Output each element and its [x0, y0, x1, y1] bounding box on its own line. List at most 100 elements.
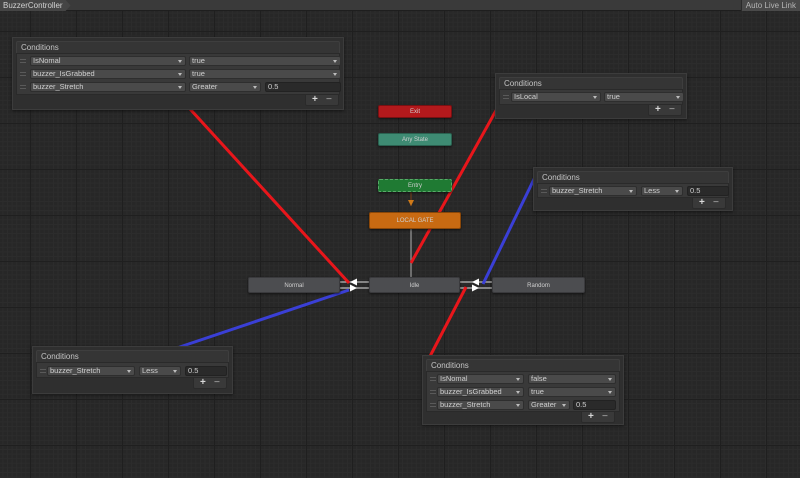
- parameter-value: buzzer_IsGrabbed: [33, 69, 95, 78]
- drag-handle-icon[interactable]: [430, 377, 436, 381]
- remove-condition-button[interactable]: −: [713, 197, 719, 208]
- chevron-down-icon: [675, 190, 679, 193]
- conditions-header: Conditions: [16, 41, 340, 53]
- mode-value: Greater: [192, 82, 218, 91]
- conditions-header: Conditions: [537, 171, 729, 183]
- chevron-down-icon: [253, 86, 257, 89]
- chevron-down-icon: [593, 96, 597, 99]
- mode-value: Less: [644, 186, 660, 195]
- chevron-down-icon: [608, 391, 612, 394]
- mode-value: true: [607, 92, 620, 101]
- threshold-input[interactable]: 0.5: [687, 186, 729, 196]
- animator-toolbar: BuzzerController Auto Live Link: [0, 0, 800, 11]
- conditions-panel: Conditions IsNomal false buzzer_IsGrabbe…: [422, 355, 624, 425]
- parameter-value: buzzer_Stretch: [552, 186, 603, 195]
- breadcrumb-controller[interactable]: BuzzerController: [0, 0, 71, 11]
- parameter-dropdown[interactable]: IsNomal: [30, 56, 186, 66]
- condition-row: buzzer_Stretch Less 0.5: [538, 185, 729, 197]
- parameter-value: IsNomal: [33, 56, 61, 65]
- remove-condition-button[interactable]: −: [326, 94, 332, 105]
- mode-dropdown[interactable]: true: [528, 387, 616, 397]
- mode-dropdown[interactable]: Less: [641, 186, 683, 196]
- mode-dropdown[interactable]: true: [189, 56, 341, 66]
- state-entry[interactable]: Entry: [378, 179, 452, 192]
- conditions-header: Conditions: [36, 350, 229, 362]
- drag-handle-icon[interactable]: [20, 72, 26, 76]
- add-condition-button[interactable]: +: [655, 104, 661, 115]
- mode-value: Greater: [531, 400, 557, 409]
- conditions-list: IsNomal false buzzer_IsGrabbed true buzz…: [426, 371, 620, 412]
- remove-condition-button[interactable]: −: [214, 377, 220, 388]
- add-condition-button[interactable]: +: [200, 377, 206, 388]
- mode-value: true: [192, 69, 205, 78]
- parameter-dropdown[interactable]: buzzer_IsGrabbed: [30, 69, 186, 79]
- condition-row: IsLocal true: [500, 91, 684, 103]
- conditions-panel: Conditions IsLocal true + −: [495, 73, 687, 119]
- threshold-input[interactable]: 0.5: [265, 82, 341, 92]
- parameter-dropdown[interactable]: buzzer_IsGrabbed: [437, 387, 524, 397]
- state-exit[interactable]: Exit: [378, 105, 452, 118]
- parameter-value: buzzer_Stretch: [440, 400, 491, 409]
- state-normal[interactable]: Normal: [248, 277, 340, 293]
- parameter-dropdown[interactable]: buzzer_Stretch: [47, 366, 135, 376]
- parameter-dropdown[interactable]: buzzer_Stretch: [549, 186, 637, 196]
- state-any-state[interactable]: Any State: [378, 133, 452, 146]
- conditions-footer: + −: [581, 411, 615, 423]
- condition-row: buzzer_IsGrabbed true: [427, 386, 619, 398]
- mode-value: false: [531, 374, 547, 383]
- drag-handle-icon[interactable]: [541, 189, 547, 193]
- drag-handle-icon[interactable]: [503, 95, 509, 99]
- conditions-footer: + −: [193, 377, 227, 389]
- condition-row: buzzer_Stretch Greater 0.5: [427, 399, 619, 411]
- parameter-dropdown[interactable]: IsNomal: [437, 374, 524, 384]
- conditions-panel: Conditions IsNomal true buzzer_IsGrabbed…: [12, 37, 344, 110]
- state-local-gate[interactable]: LOCAL GATE: [369, 212, 461, 229]
- chevron-down-icon: [516, 404, 520, 407]
- state-random[interactable]: Random: [492, 277, 585, 293]
- parameter-dropdown[interactable]: IsLocal: [511, 92, 601, 102]
- chevron-down-icon: [178, 73, 182, 76]
- threshold-input[interactable]: 0.5: [573, 400, 616, 410]
- mode-dropdown[interactable]: Greater: [189, 82, 261, 92]
- mode-dropdown[interactable]: true: [189, 69, 341, 79]
- mode-value: Less: [142, 366, 158, 375]
- drag-handle-icon[interactable]: [20, 85, 26, 89]
- add-condition-button[interactable]: +: [699, 197, 705, 208]
- parameter-dropdown[interactable]: buzzer_Stretch: [30, 82, 186, 92]
- mode-dropdown[interactable]: Greater: [528, 400, 570, 410]
- chevron-down-icon: [676, 96, 680, 99]
- chevron-down-icon: [178, 60, 182, 63]
- mode-dropdown[interactable]: false: [528, 374, 616, 384]
- chevron-down-icon: [516, 391, 520, 394]
- conditions-list: IsNomal true buzzer_IsGrabbed true buzze…: [16, 53, 341, 95]
- drag-handle-icon[interactable]: [430, 403, 436, 407]
- add-condition-button[interactable]: +: [312, 94, 318, 105]
- chevron-down-icon: [333, 73, 337, 76]
- condition-row: buzzer_Stretch Less 0.5: [37, 365, 228, 377]
- remove-condition-button[interactable]: −: [602, 411, 608, 422]
- drag-handle-icon[interactable]: [40, 369, 46, 373]
- remove-condition-button[interactable]: −: [669, 104, 675, 115]
- mode-value: true: [531, 387, 544, 396]
- parameter-value: buzzer_Stretch: [33, 82, 84, 91]
- chevron-down-icon: [178, 86, 182, 89]
- parameter-value: IsLocal: [514, 92, 538, 101]
- mode-dropdown[interactable]: Less: [139, 366, 181, 376]
- parameter-dropdown[interactable]: buzzer_Stretch: [437, 400, 524, 410]
- threshold-input[interactable]: 0.5: [185, 366, 227, 376]
- drag-handle-icon[interactable]: [20, 59, 26, 63]
- parameter-value: buzzer_Stretch: [50, 366, 101, 375]
- conditions-footer: + −: [692, 197, 726, 209]
- chevron-down-icon: [127, 370, 131, 373]
- condition-row: buzzer_Stretch Greater 0.5: [17, 81, 341, 93]
- conditions-header: Conditions: [426, 359, 620, 371]
- drag-handle-icon[interactable]: [430, 390, 436, 394]
- mode-dropdown[interactable]: true: [604, 92, 684, 102]
- auto-live-link-toggle[interactable]: Auto Live Link: [740, 0, 800, 11]
- add-condition-button[interactable]: +: [588, 411, 594, 422]
- chevron-down-icon: [608, 378, 612, 381]
- state-idle[interactable]: Idle: [369, 277, 460, 293]
- chevron-down-icon: [173, 370, 177, 373]
- mode-value: true: [192, 56, 205, 65]
- chevron-down-icon: [516, 378, 520, 381]
